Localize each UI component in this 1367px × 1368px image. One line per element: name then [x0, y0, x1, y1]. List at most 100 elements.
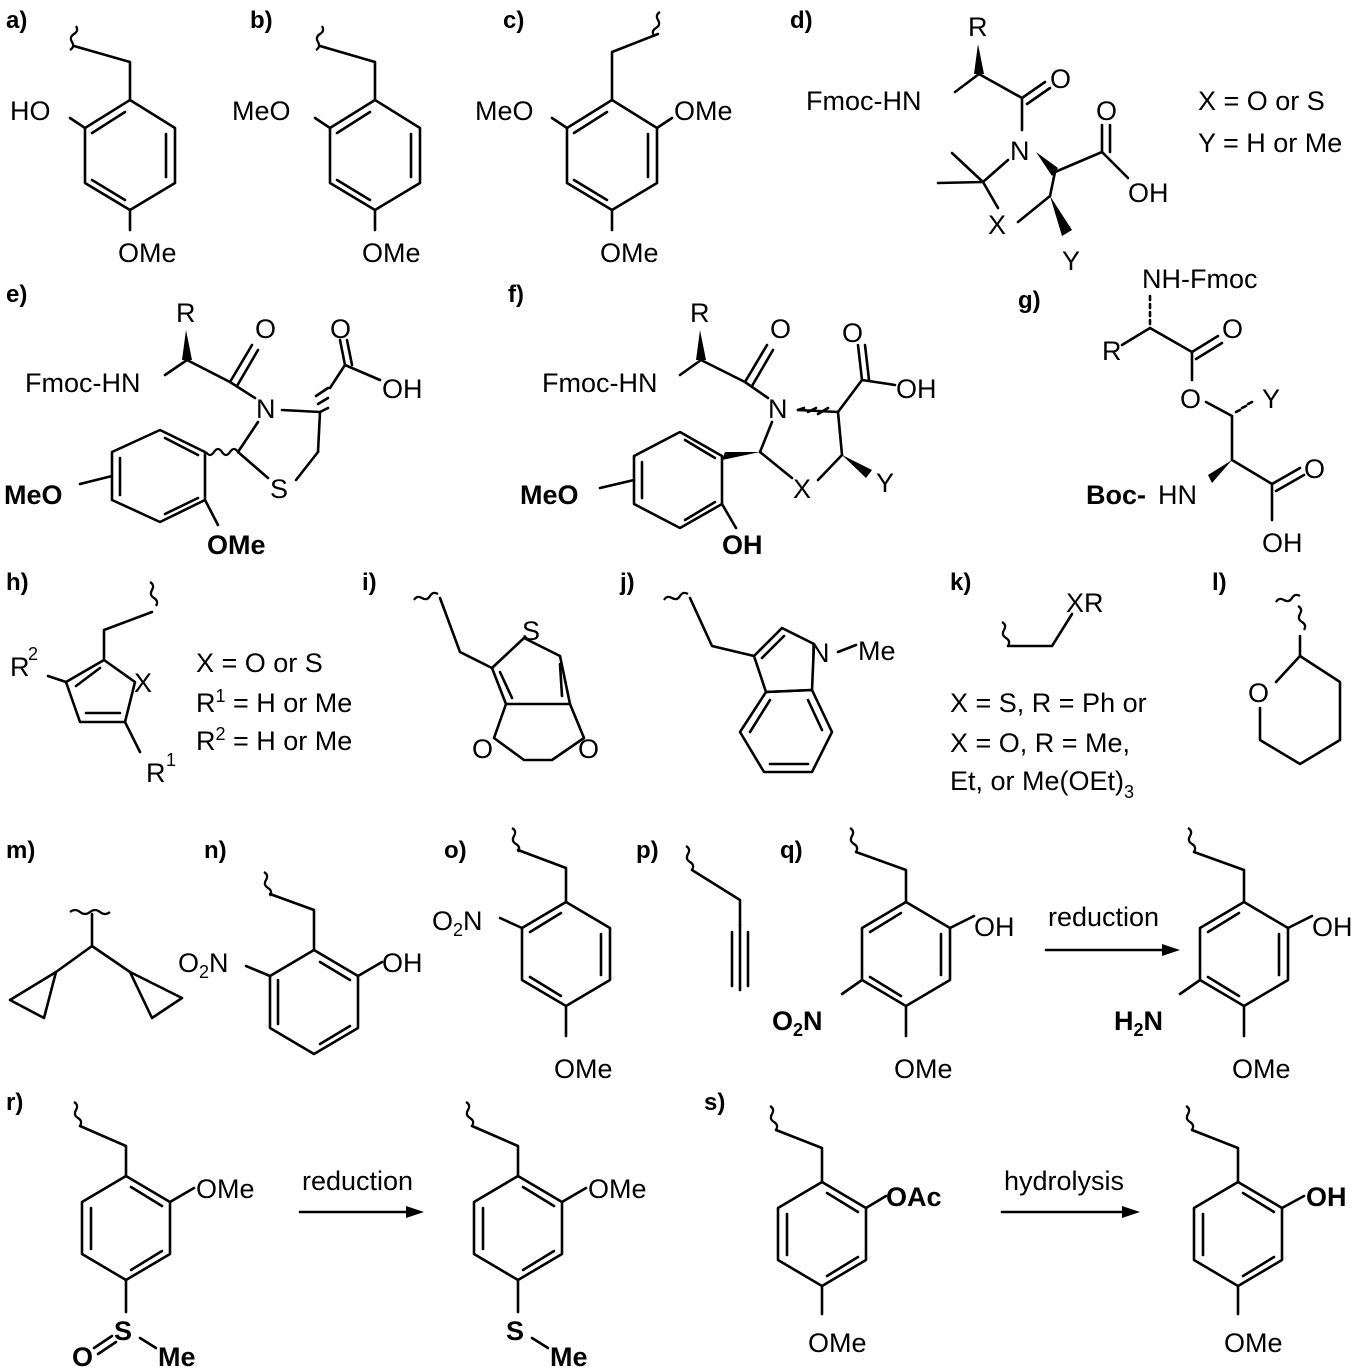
double-bond [748, 698, 772, 734]
panel-b: b) MeO OMe [232, 7, 422, 268]
double-bond [1206, 975, 1241, 998]
atom-label: S [506, 1316, 524, 1346]
panel-n-label: n) [204, 837, 227, 864]
bond [758, 450, 794, 480]
wedge-bond [974, 44, 984, 74]
double-bond [318, 960, 352, 982]
wedge-bond [1208, 460, 1232, 483]
bond [860, 378, 897, 387]
atom-label: OMe [600, 238, 659, 268]
wavy-bond [663, 591, 689, 601]
wavy-bond [651, 11, 661, 37]
atom-label: O [1248, 678, 1269, 708]
atom-label: N [810, 638, 830, 668]
bond [758, 420, 774, 454]
atom-label: OH [974, 912, 1015, 942]
atom-label: O2N [178, 948, 229, 982]
bond [356, 960, 384, 978]
panel-j-label: j) [619, 569, 635, 596]
bond [655, 116, 674, 130]
wedge-bond [1050, 196, 1072, 236]
bond [1016, 194, 1052, 224]
benzene-ring [268, 948, 360, 1056]
bond [294, 450, 320, 482]
panel-h: h) X R 2 R 1 X = O or S R1 = H or Me R2 … [6, 569, 352, 788]
bond [560, 1186, 588, 1204]
atom-label: MeO [520, 480, 579, 510]
atom-label: S [114, 1316, 132, 1346]
panel-s-label: s) [704, 1089, 725, 1116]
bond [774, 1128, 824, 1184]
bond [78, 474, 114, 486]
double-bond [1194, 341, 1224, 361]
wavy-bond [465, 1101, 475, 1127]
bond [1148, 326, 1194, 354]
benzene-ring [1198, 900, 1290, 1008]
bond [836, 378, 864, 414]
bond [796, 408, 840, 414]
panel-n: n) O2N OH [178, 837, 423, 1056]
atom-label: Me [550, 1342, 588, 1368]
atom-label: Y [876, 468, 894, 498]
benzene-ring [328, 98, 422, 212]
panel-r-label: r) [6, 1089, 23, 1116]
double-bond [335, 110, 372, 135]
bond [123, 720, 142, 754]
bond [1100, 150, 1130, 180]
atom-label: R [10, 652, 30, 682]
double-bond [1241, 1191, 1276, 1214]
bond [68, 116, 87, 130]
bond [1006, 612, 1074, 648]
double-bond [528, 975, 563, 998]
bond [1190, 334, 1220, 354]
panel-d-label: d) [790, 7, 813, 34]
panel-o-label: o) [444, 837, 467, 864]
panel-d: d) R Fmoc-HN O N X Y O OH X = O or S Y =… [790, 7, 1342, 276]
bond [550, 116, 569, 130]
bond [168, 1186, 196, 1204]
atom-label: O [1222, 314, 1243, 344]
atom-label: HO [10, 96, 51, 126]
atom-label: OMe [1224, 1328, 1283, 1358]
wavy-bond [1275, 593, 1301, 603]
atom-label: OMe [674, 96, 733, 126]
double-bond [129, 1249, 164, 1272]
wedge-bond [182, 330, 192, 360]
wavy-bond [149, 581, 159, 607]
bond [977, 72, 1024, 100]
bond [688, 596, 756, 658]
atom-label: OH [1312, 912, 1353, 942]
double-bond [863, 343, 871, 382]
bond [1178, 978, 1202, 996]
atom-label: O2N [772, 1006, 823, 1040]
wavy-bond [1001, 621, 1011, 647]
superscript: 1 [166, 750, 176, 770]
double-bond [1274, 473, 1306, 493]
atom-label: OMe [588, 1174, 647, 1204]
atom-label: O [1304, 454, 1325, 484]
atom-label: Y [1262, 384, 1280, 414]
panel-f: f) R Fmoc-HN O N X O OH Y MeO OH [508, 281, 937, 560]
atom-label: OMe [207, 530, 266, 560]
benzene-ring [565, 98, 659, 212]
arrow-head [1122, 1206, 1140, 1218]
bond [244, 964, 272, 978]
bond [78, 1124, 128, 1178]
bond [948, 914, 976, 930]
double-bond [558, 662, 564, 698]
wavy-bond [1187, 827, 1197, 853]
bond [316, 410, 322, 454]
bond [836, 643, 858, 654]
bond [1204, 400, 1234, 418]
hashed-bond [314, 386, 330, 414]
atom-label: R [176, 298, 196, 328]
double-bond [90, 178, 127, 202]
benzene-ring [110, 428, 207, 524]
bond [836, 410, 844, 457]
bond [90, 944, 132, 974]
wavy-bond [263, 871, 273, 897]
double-bond [868, 911, 903, 934]
bond [92, 1334, 114, 1350]
bond [1192, 850, 1246, 904]
panel-s: s) OAc OMe hydrolysis OH OMe [704, 1089, 1347, 1358]
